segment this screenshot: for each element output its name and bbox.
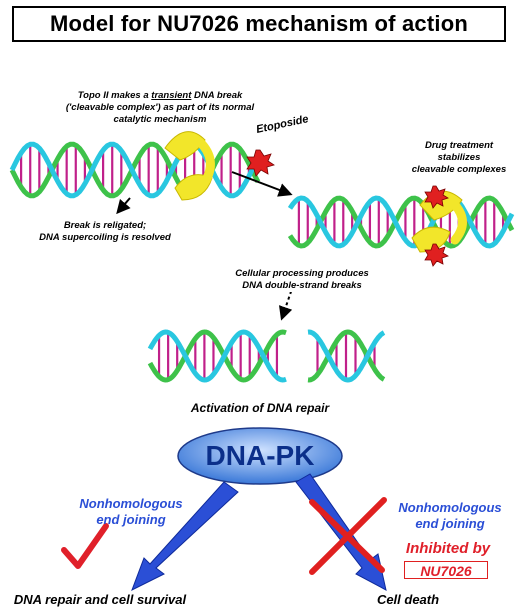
drug-note-line1: Drug treatment: [424, 140, 494, 151]
dna-strand: [9, 141, 261, 199]
topo-note-line3: catalytic mechanism: [113, 114, 207, 125]
right-nhej-line1: Nonhomologous: [398, 500, 502, 515]
topo-note-line2: ('cleavable complex') as part of its nor…: [65, 102, 255, 113]
activation-label: Activation of DNA repair: [190, 401, 330, 415]
dna-strand: [287, 195, 515, 249]
left-nhej-line1: Nonhomologous: [79, 496, 183, 511]
left-nhej-line2: end joining: [96, 512, 166, 527]
page-title: Model for NU7026 mechanism of action: [50, 11, 468, 36]
title-box: Model for NU7026 mechanism of action: [12, 6, 506, 42]
drug-bound-star-icon: [424, 185, 449, 267]
inhibited-by-label: Inhibited by: [405, 540, 491, 557]
processing-note-line2: DNA double-strand breaks: [242, 280, 362, 291]
drug-note-line3: cleavable complexes: [411, 164, 507, 175]
religate-note-line2: DNA supercoiling is resolved: [39, 232, 171, 243]
topo-note-transient: transient: [151, 90, 192, 101]
dna-helix-cleavable-complex: [287, 195, 515, 249]
drug-note-line2: stabilizes: [437, 152, 481, 163]
left-branch-arrow: [131, 481, 239, 592]
left-nhej-label: Nonhomologous end joining: [66, 496, 196, 528]
left-outcome-label: DNA repair and cell survival: [13, 592, 187, 607]
nu7026-box: NU7026: [404, 561, 488, 579]
topo-ii-enzyme: [164, 131, 215, 201]
dna-pk-ellipse: [177, 427, 343, 485]
religate-note-line1: Break is religated;: [63, 220, 147, 231]
dna-helix-broken-left: [147, 329, 287, 383]
processing-note: Cellular processing produces DNA double-…: [202, 268, 402, 292]
dna-strand: [287, 195, 515, 249]
dna-pk-label: DNA-PK: [205, 440, 315, 471]
religation-arrow: [116, 197, 131, 215]
topo-ii-note: Topo II makes a transient DNA break ('cl…: [60, 90, 260, 126]
etoposide-arrow: [231, 171, 293, 197]
religation-note: Break is religated; DNA supercoiling is …: [20, 220, 190, 244]
right-nhej-label: Nonhomologous end joining: [382, 500, 518, 532]
blocked-x-icon: [309, 497, 387, 575]
topo-note-line1: Topo II makes a: [77, 90, 149, 101]
dna-helix-broken-right: [307, 329, 386, 383]
drug-treatment-note: Drug treatment stabilizes cleavable comp…: [404, 140, 514, 176]
dna-strand: [147, 329, 287, 383]
dna-helix-intact: [9, 141, 261, 199]
dna-strand: [307, 329, 386, 383]
etoposide-star-icon: [246, 149, 275, 177]
dna-strand: [307, 329, 386, 383]
topo-note-line1b: DNA break: [194, 90, 243, 101]
checkmark-icon: [61, 523, 109, 569]
right-outcome-label: Cell death: [376, 592, 440, 607]
right-nhej-line2: end joining: [415, 516, 485, 531]
processing-note-line1: Cellular processing produces: [235, 268, 369, 279]
